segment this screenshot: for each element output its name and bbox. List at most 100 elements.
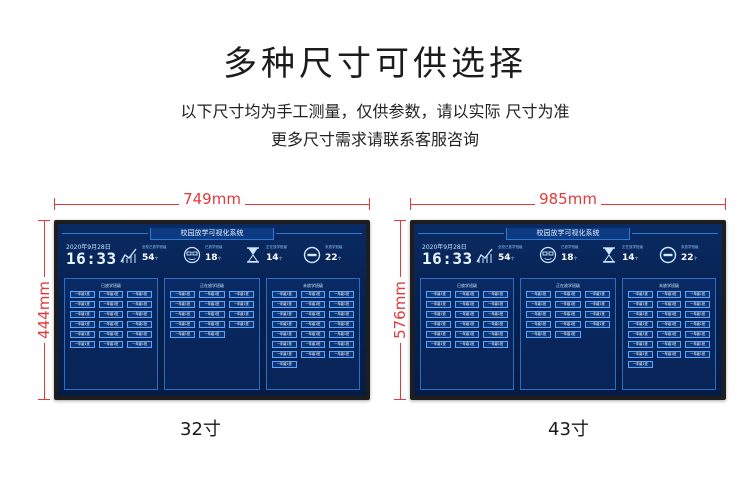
class-chip: 一年级1班 (685, 351, 710, 358)
stat-card: 正在放学班级 14个 (244, 242, 304, 268)
class-chip: 一年级1班 (70, 331, 95, 338)
page-headline: 多种尺寸可供选择 (223, 44, 527, 84)
stat-value: 22个 (681, 253, 698, 263)
class-chip: 一年级1班 (70, 341, 95, 348)
class-chip: 一年级1班 (127, 321, 152, 328)
class-chip: 一年级1班 (70, 321, 95, 328)
class-chip: 一年级1班 (685, 311, 710, 318)
class-chip: 一年级1班 (526, 301, 552, 308)
class-chip: 一年级1班 (300, 351, 326, 358)
class-chip: 一年级1班 (98, 291, 124, 298)
stat-caption: 正在放学班级 (266, 245, 287, 249)
class-chip: 一年级1班 (300, 291, 326, 298)
class-chip: 一年级1班 (656, 341, 682, 348)
size-caption: 43寸 (548, 419, 589, 440)
class-chip: 一年级1班 (170, 301, 196, 308)
class-chip: 一年级1班 (272, 291, 297, 298)
class-chip: 一年级1班 (426, 341, 451, 348)
class-chip: 一年级1班 (98, 331, 124, 338)
class-chip: 一年级1班 (127, 301, 152, 308)
class-chip: 一年级1班 (483, 311, 508, 318)
class-chip: 一年级1班 (300, 321, 326, 328)
dashboard-screen: 校园放学可视化系统 2020年9月28日 16:33 全校已放学班级 54个 已… (414, 224, 722, 396)
class-chip: 一年级1班 (526, 331, 552, 338)
minus-circle-icon (303, 246, 321, 264)
class-chip: 一年级1班 (584, 311, 610, 318)
class-chip: 一年级1班 (228, 311, 254, 318)
class-chip: 一年级1班 (170, 321, 196, 328)
class-chip: 一年级1班 (329, 341, 354, 348)
panel-title: 未放学班级 (659, 283, 679, 288)
disclaimer-line-2: 更多尺寸需求请联系客服咨询 (270, 130, 479, 149)
width-dimension: 749mm (54, 190, 370, 210)
class-chip: 一年级1班 (426, 291, 451, 298)
class-chip: 一年级1班 (329, 321, 354, 328)
height-dimension: 444mm (30, 220, 54, 400)
class-chip: 一年级1班 (628, 301, 653, 308)
panel-title: 已放学班级 (457, 283, 477, 288)
class-chip: 一年级1班 (329, 291, 354, 298)
stat-value: 54个 (142, 253, 159, 263)
stat-caption: 正在放学班级 (622, 245, 643, 249)
class-chip: 一年级1班 (584, 291, 610, 298)
class-chip: 一年级1班 (454, 321, 480, 328)
panel-title: 已放学班级 (101, 283, 121, 288)
title-frame-line (418, 233, 505, 234)
stat-value: 14个 (266, 253, 283, 263)
class-chip: 一年级1班 (170, 291, 196, 298)
title-frame-line (631, 233, 718, 234)
class-chip: 一年级1班 (685, 301, 710, 308)
minus-circle-icon (659, 246, 677, 264)
monitor: 校园放学可视化系统 2020年9月28日 16:33 全校已放学班级 54个 已… (54, 220, 370, 400)
class-chip: 一年级1班 (300, 311, 326, 318)
stat-card: 未放学班级 22个 (303, 242, 363, 268)
class-chip: 一年级1班 (656, 291, 682, 298)
class-chip: 一年级1班 (483, 341, 508, 348)
dashboard-time: 16:33 (422, 249, 473, 268)
stat-caption: 未放学班级 (325, 245, 343, 249)
chart-icon (120, 246, 138, 264)
class-chip: 一年级1班 (483, 331, 508, 338)
stat-card: 未放学班级 22个 (659, 242, 719, 268)
stat-value: 18个 (561, 253, 578, 263)
class-chip: 一年级1班 (628, 321, 653, 328)
class-chip: 一年级1班 (483, 291, 508, 298)
class-chip: 一年级1班 (329, 311, 354, 318)
class-chip: 一年级1班 (329, 331, 354, 338)
class-chip: 一年级1班 (656, 331, 682, 338)
class-chip: 一年级1班 (584, 321, 610, 328)
stat-card: 正在放学班级 14个 (600, 242, 660, 268)
class-chip: 一年级1班 (98, 341, 124, 348)
class-chip: 一年级1班 (656, 351, 682, 358)
panel-dismissed: 已放学班级 一年级1班一年级1班一年级1班一年级1班一年级1班一年级1班一年级1… (64, 278, 158, 390)
title-frame-line (62, 233, 149, 234)
face-icon (539, 246, 557, 264)
class-chip: 一年级1班 (555, 301, 581, 308)
stat-value: 54个 (498, 253, 515, 263)
class-chip: 一年级1班 (426, 301, 451, 308)
class-chip: 一年级1班 (584, 301, 610, 308)
chip-grid: 一年级1班一年级1班一年级1班一年级1班一年级1班一年级1班一年级1班一年级1班… (165, 291, 259, 338)
width-dimension: 985mm (410, 190, 726, 210)
class-chip: 一年级1班 (272, 361, 297, 368)
class-chip: 一年级1班 (628, 331, 653, 338)
chart-icon (476, 246, 494, 264)
class-chip: 一年级1班 (329, 301, 354, 308)
dashboard-screen: 校园放学可视化系统 2020年9月28日 16:33 全校已放学班级 54个 已… (58, 224, 366, 396)
panel-title: 正在放学班级 (200, 283, 224, 288)
class-chip: 一年级1班 (656, 321, 682, 328)
class-chip: 一年级1班 (656, 301, 682, 308)
class-chip: 一年级1班 (199, 321, 225, 328)
face-icon (183, 246, 201, 264)
class-chip: 一年级1班 (555, 311, 581, 318)
stat-caption: 未放学班级 (681, 245, 699, 249)
chip-grid: 一年级1班一年级1班一年级1班一年级1班一年级1班一年级1班一年级1班一年级1班… (65, 291, 157, 348)
chip-grid: 一年级1班一年级1班一年级1班一年级1班一年级1班一年级1班一年级1班一年级1班… (521, 291, 615, 338)
class-chip: 一年级1班 (454, 291, 480, 298)
monitor: 校园放学可视化系统 2020年9月28日 16:33 全校已放学班级 54个 已… (410, 220, 726, 400)
stat-card: 全校已放学班级 54个 (476, 242, 536, 268)
class-chip: 一年级1班 (526, 291, 552, 298)
class-chip: 一年级1班 (127, 341, 152, 348)
class-chip: 一年级1班 (426, 331, 451, 338)
size-caption: 32寸 (180, 419, 221, 440)
